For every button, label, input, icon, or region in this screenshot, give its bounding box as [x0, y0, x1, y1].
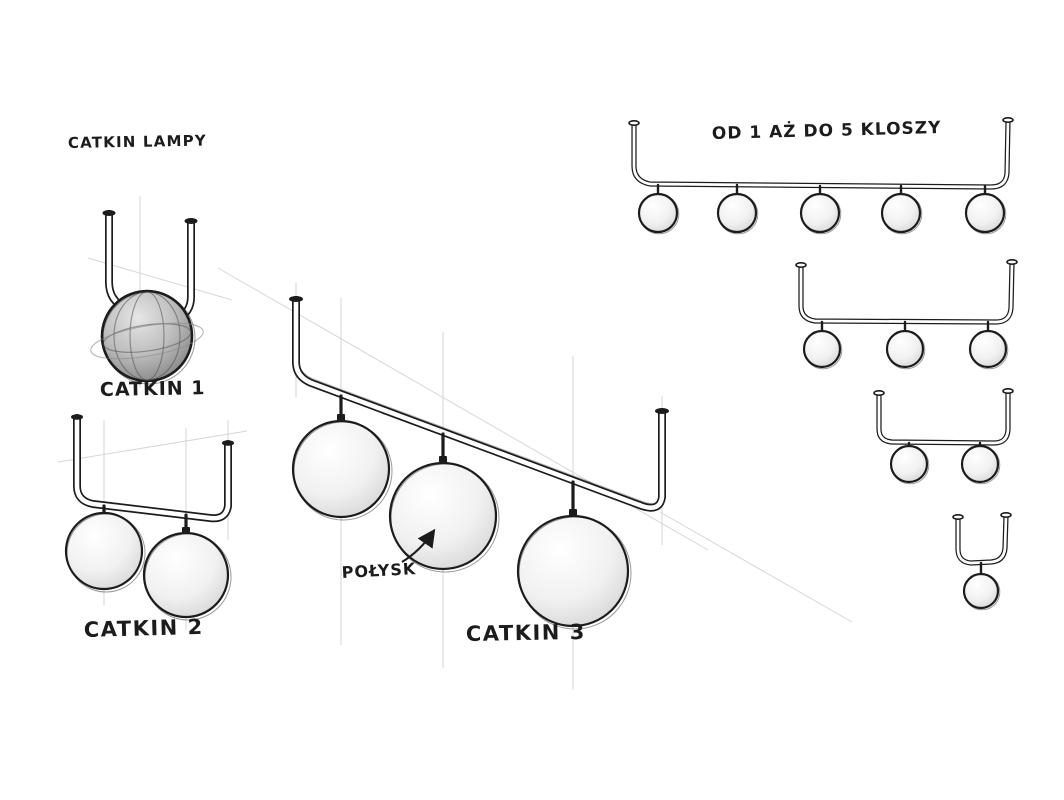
lamp-catkin-2: CATKIN 2	[64, 414, 234, 642]
lamp-frame	[798, 260, 1015, 325]
tube-cap	[1000, 511, 1012, 518]
variant-5-globes	[628, 117, 1014, 235]
stem-collar	[337, 414, 345, 421]
tube-cap	[655, 408, 669, 414]
tube-cap	[952, 513, 964, 520]
globe	[516, 514, 630, 628]
globe	[291, 419, 391, 519]
tube-cap	[628, 120, 640, 127]
construction-ellipse	[90, 322, 204, 360]
variants-column: OD 1 AŻ DO 5 KLOSZY	[628, 116, 1018, 611]
globe	[637, 192, 679, 234]
globe	[885, 329, 925, 369]
tube-cap	[795, 261, 807, 268]
lamp-frame	[955, 513, 1009, 566]
globe	[142, 531, 230, 619]
lamp-frame	[876, 389, 1011, 446]
catkin-2-label: CATKIN 2	[84, 615, 205, 642]
globe	[64, 511, 144, 591]
globe	[889, 444, 929, 484]
tube-cap	[71, 414, 83, 420]
globe	[962, 572, 1000, 610]
polysk-annotation: POŁYSK	[341, 559, 417, 582]
lamp-catkin-3: POŁYSK CATKIN 3	[289, 296, 669, 646]
lamp-catkin-1: CATKIN 1	[90, 210, 206, 401]
tube-cap	[102, 210, 116, 216]
globe	[716, 192, 758, 234]
tube-cap	[873, 389, 885, 396]
globe	[880, 192, 922, 234]
tube-cap	[289, 296, 303, 302]
tube-cap	[1002, 387, 1014, 394]
globe	[968, 329, 1008, 369]
globe	[964, 192, 1006, 234]
globe	[100, 289, 194, 383]
stem-collar	[439, 456, 447, 463]
gloss-arrow	[401, 528, 436, 563]
variant-1-globe	[952, 511, 1012, 611]
stem-collar	[569, 509, 577, 516]
globe	[799, 192, 841, 234]
tube-cap	[222, 440, 234, 446]
globe-equator	[102, 323, 192, 353]
variants-header: OD 1 AŻ DO 5 KLOSZY	[712, 116, 942, 144]
variant-2-globes	[873, 387, 1014, 485]
variant-3-globes	[795, 258, 1018, 370]
tube-cap	[1006, 258, 1018, 265]
globe	[388, 461, 498, 571]
tube-cap	[184, 218, 198, 224]
page-title: CATKIN LAMPY	[68, 132, 207, 152]
catkin-1-label: CATKIN 1	[100, 377, 206, 401]
tube-cap	[1002, 117, 1014, 124]
globe	[960, 444, 1000, 484]
globe-meridian	[113, 291, 181, 381]
globe-outline-echo	[102, 291, 196, 385]
catkin-3-label: CATKIN 3	[466, 620, 586, 646]
globe	[802, 329, 842, 369]
stem-collar	[182, 527, 190, 533]
